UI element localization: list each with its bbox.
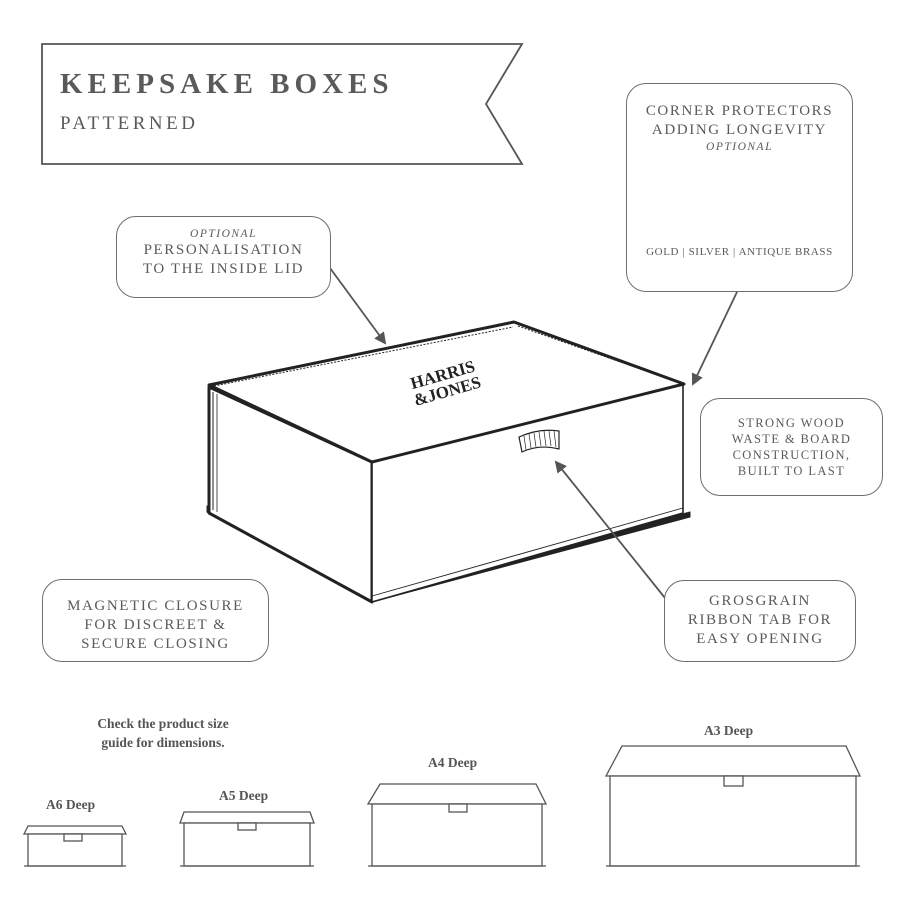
arrow-corner-protectors: [691, 291, 738, 386]
corner-line2: ADDING LONGEVITY: [651, 122, 828, 138]
size-guide-note: Check the product size guide for dimensi…: [48, 714, 278, 752]
corner-line1: CORNER PROTECTORS: [645, 103, 834, 119]
box-lid-top: [207, 320, 686, 464]
arrow-ribbon: [554, 460, 666, 599]
construction-line3: CONSTRUCTION,: [732, 448, 851, 462]
banner-ribbon: [41, 43, 524, 165]
callout-magnetic-closure: MAGNETIC CLOSURE FOR DISCREET & SECURE C…: [42, 579, 269, 662]
size-box-a6: [22, 825, 128, 867]
ribbon-line1: GROSGRAIN: [709, 593, 811, 609]
banner-subtitle: PATTERNED: [60, 113, 199, 134]
keepsake-box-illustration: [206, 320, 691, 604]
ribbon-line2: RIBBON TAB FOR: [687, 612, 833, 628]
banner-title: KEEPSAKE BOXES: [60, 68, 394, 100]
callout-construction: STRONG WOOD WASTE & BOARD CONSTRUCTION, …: [700, 398, 883, 496]
size-label-a3: A3 Deep: [704, 723, 754, 738]
size-label-a4: A4 Deep: [428, 755, 478, 770]
construction-line4: BUILT TO LAST: [737, 464, 846, 478]
magnetic-line3: SECURE CLOSING: [81, 636, 230, 652]
corner-optional-label: OPTIONAL: [706, 141, 773, 153]
personalisation-optional-label: OPTIONAL: [190, 228, 257, 240]
personalisation-line1: PERSONALISATION: [143, 242, 304, 258]
corner-metal-options: GOLD | SILVER | ANTIQUE BRASS: [646, 246, 833, 258]
callout-personalisation: OPTIONAL PERSONALISATION TO THE INSIDE L…: [116, 216, 331, 298]
size-label-a5: A5 Deep: [219, 788, 269, 803]
arrow-personalisation: [329, 267, 387, 345]
magnetic-line2: FOR DISCREET &: [84, 617, 227, 633]
callout-ribbon-tab: GROSGRAIN RIBBON TAB FOR EASY OPENING: [664, 580, 856, 662]
callout-corner-protectors: CORNER PROTECTORS ADDING LONGEVITY OPTIO…: [626, 83, 853, 292]
ribbon-line3: EASY OPENING: [696, 631, 824, 647]
size-box-a5: [179, 811, 315, 867]
size-box-a3: [604, 745, 862, 867]
size-box-a4: [366, 783, 548, 867]
size-label-a6: A6 Deep: [46, 797, 96, 812]
size-note-line1: Check the product size: [97, 716, 229, 731]
magnetic-line1: MAGNETIC CLOSURE: [67, 598, 244, 614]
construction-line2: WASTE & BOARD: [731, 432, 852, 446]
construction-line1: STRONG WOOD: [737, 416, 846, 430]
size-note-line2: guide for dimensions.: [101, 735, 225, 750]
personalisation-line2: TO THE INSIDE LID: [142, 261, 305, 277]
